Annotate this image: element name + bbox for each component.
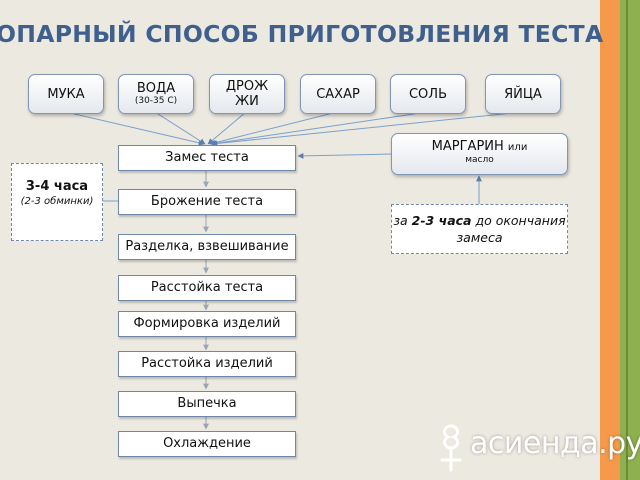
ingredient-water: ВОДА (30-35 С) (118, 74, 194, 114)
step-fermentation: Брожение теста (118, 189, 296, 215)
margarine-note-after: до окончания замеса (456, 213, 566, 245)
link-flour (65, 111, 205, 146)
margarine-timing-note: за 2-3 часа до окончания замеса (391, 204, 568, 254)
link-water (154, 111, 206, 145)
logo-text: асиенда.ру (470, 426, 640, 461)
ingredient-yeast: ДРОЖ ЖИ (209, 74, 285, 114)
step-mixing: Замес теста (118, 145, 296, 171)
ingredient-water-label: ВОДА (136, 81, 176, 96)
margarine-note-before: за (393, 213, 412, 228)
ingredient-eggs: ЯЙЦА (485, 74, 561, 114)
fermentation-punchdowns: (2-3 обминки) (20, 196, 94, 207)
ingredient-flour: МУКА (28, 74, 104, 114)
green-side-stripe (620, 0, 640, 480)
link-margarine (297, 152, 392, 159)
stripe-separator (626, 0, 628, 480)
ingredient-water-temperature: (30-35 С) (134, 96, 178, 106)
ingredient-sugar-label: САХАР (316, 86, 360, 102)
step-shaping: Формировка изделий (118, 311, 296, 337)
ingredient-flour-label: МУКА (47, 86, 85, 102)
ingredient-sugar: САХАР (300, 74, 376, 114)
margarine-alt-label: масло (465, 155, 494, 165)
step-dividing-weighing: Разделка, взвешивание (118, 234, 296, 260)
margarine-or: или (507, 142, 528, 153)
link-eggs (211, 111, 523, 147)
step-cooling: Охлаждение (118, 431, 296, 457)
ingredient-eggs-label: ЯЙЦА (504, 86, 542, 102)
fermentation-time-note: 3-4 часа (2-3 обминки) (11, 163, 103, 241)
fermentation-time: 3-4 часа (25, 179, 89, 194)
step-dough-proofing: Расстойка теста (118, 275, 296, 301)
slide-title: ОПАРНЫЙ СПОСОБ ПРИГОТОВЛЕНИЯ ТЕСТА (0, 20, 604, 48)
ingredient-margarine: МАРГАРИН или масло (391, 133, 568, 175)
link-sugar (209, 111, 338, 146)
orange-side-stripe (600, 0, 620, 480)
logo-emblem-icon (440, 424, 462, 472)
margarine-note-time: 2-3 часа (411, 213, 472, 228)
ingredient-salt: СОЛЬ (390, 74, 466, 114)
ingredient-salt-label: СОЛЬ (408, 86, 447, 102)
ingredient-yeast-label: ДРОЖ ЖИ (225, 79, 269, 109)
step-product-proofing: Расстойка изделий (118, 351, 296, 377)
link-yeast (207, 111, 247, 145)
step-baking: Выпечка (118, 391, 296, 417)
link-salt (210, 111, 428, 147)
site-logo: асиенда.ру (434, 420, 640, 476)
margarine-label: МАРГАРИН (431, 139, 504, 154)
